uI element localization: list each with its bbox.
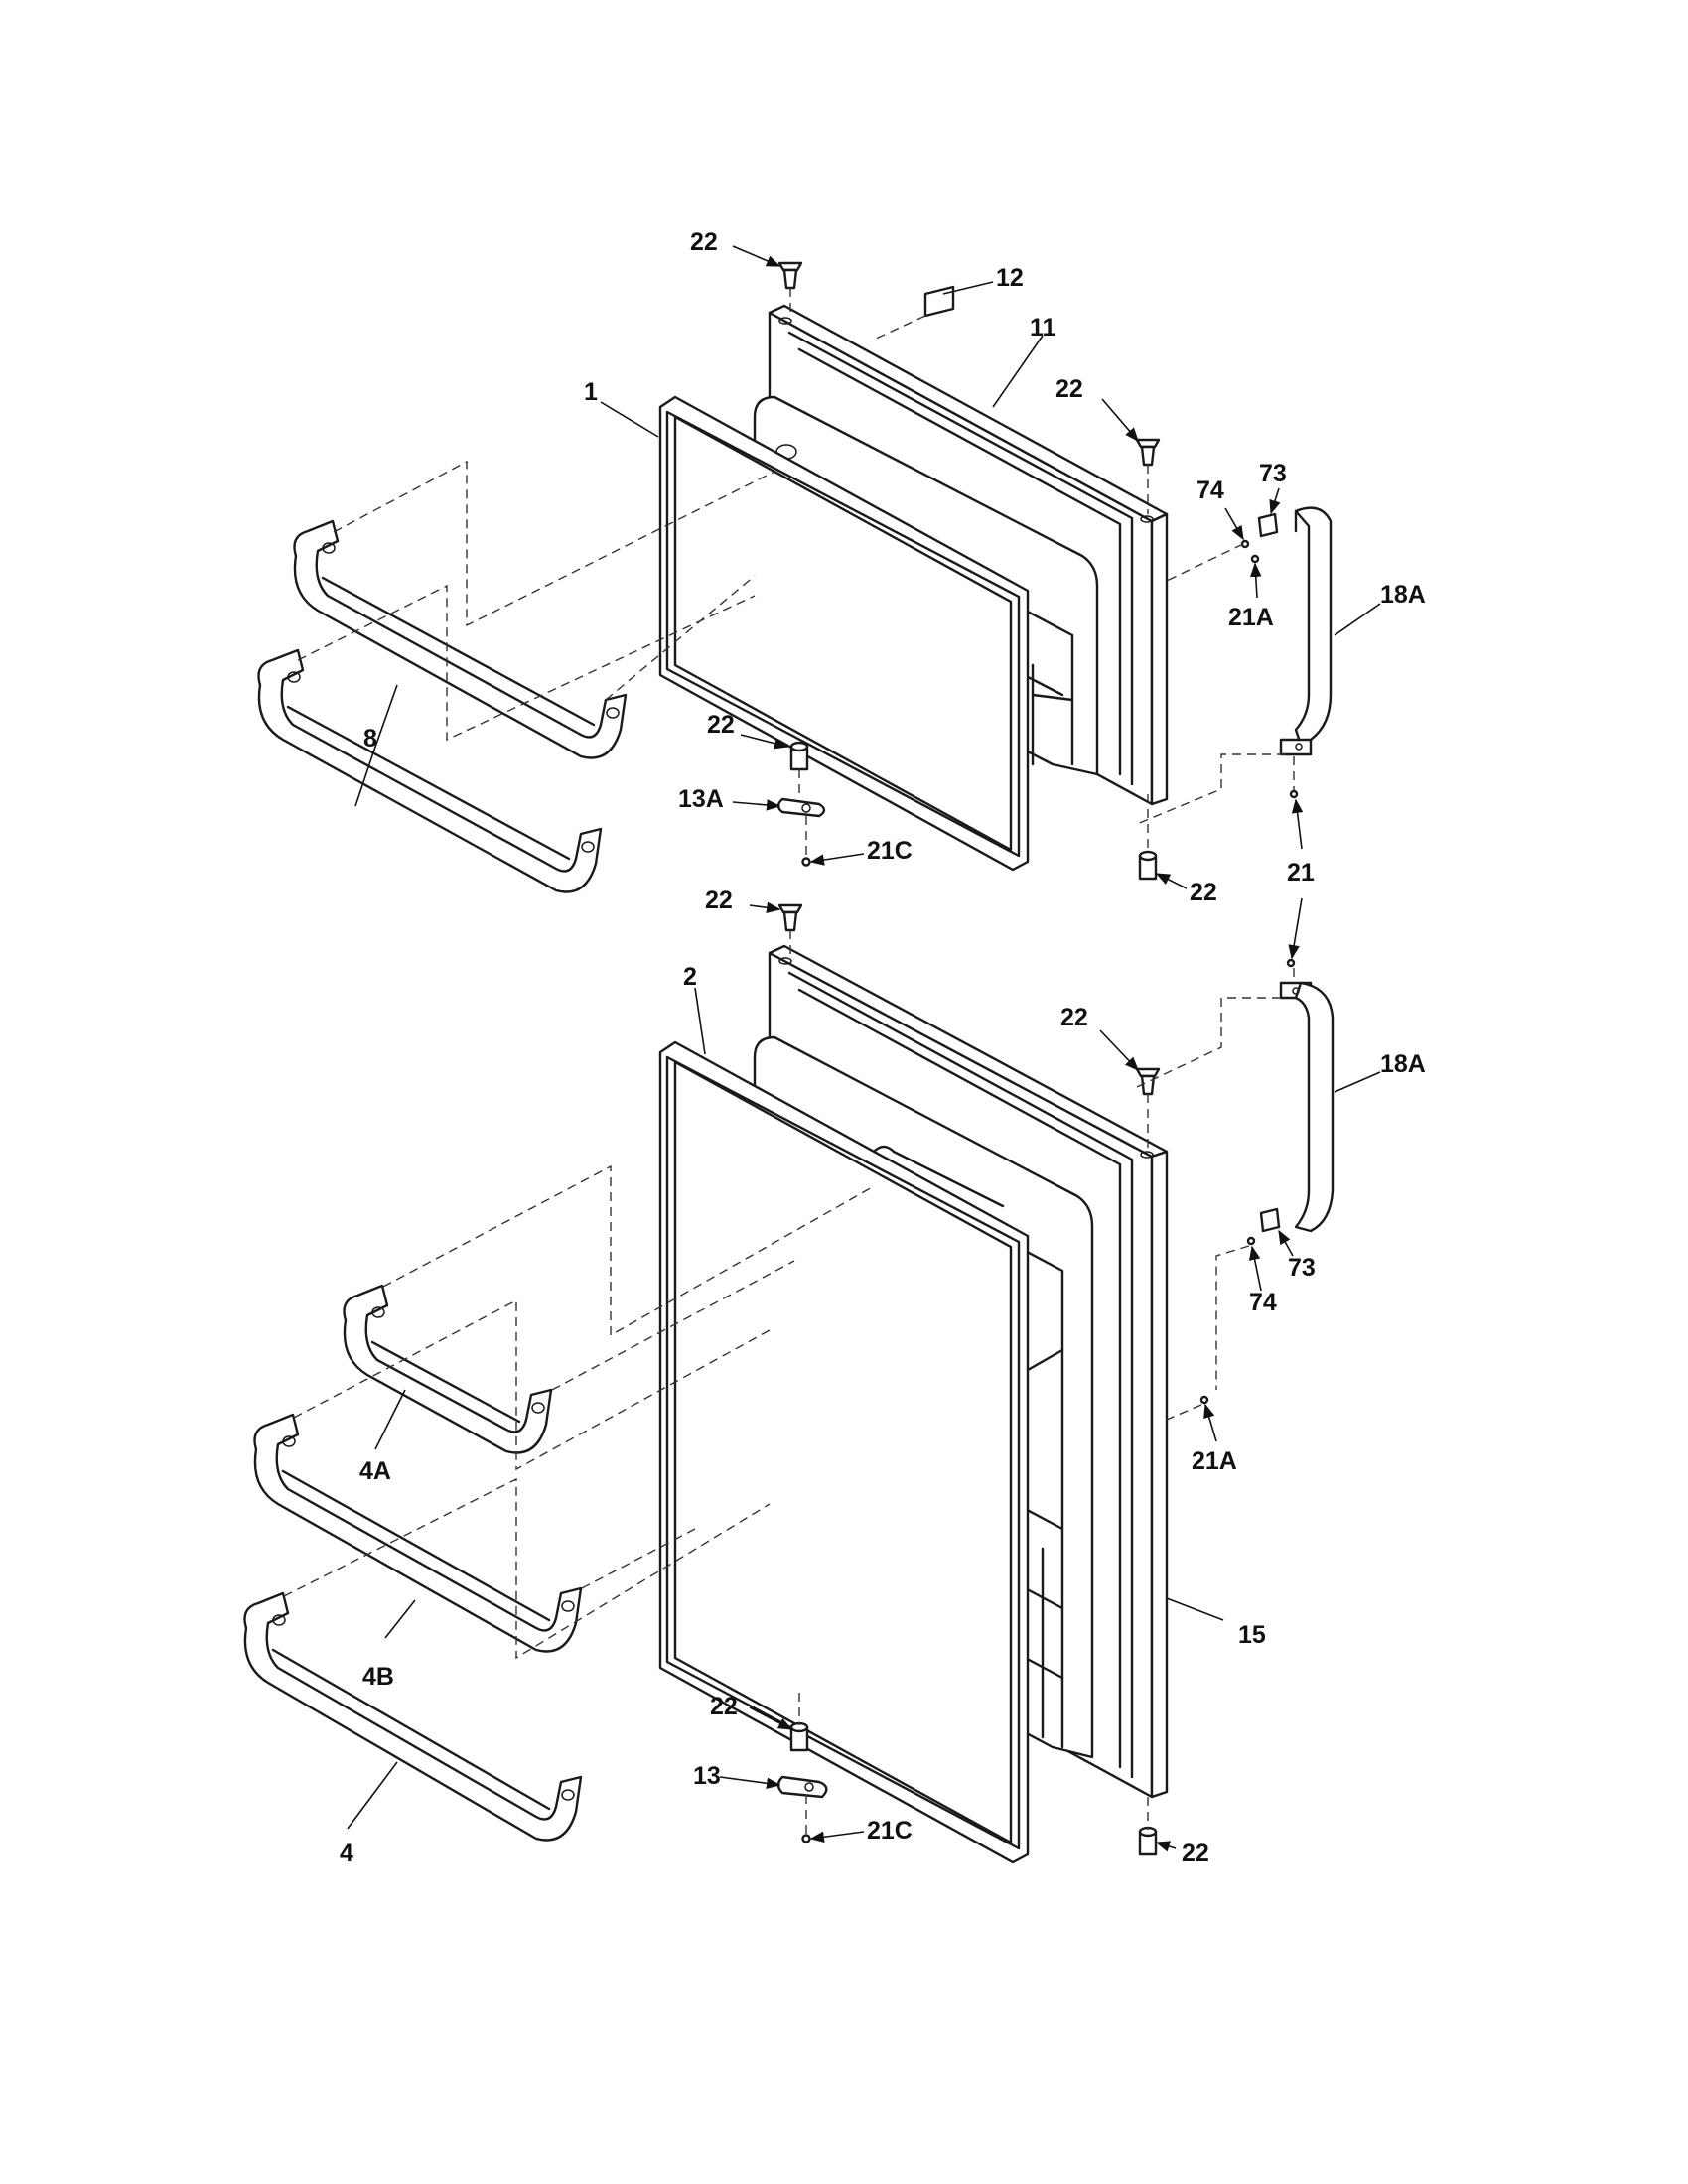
freezer-handle-18A <box>1279 506 1333 756</box>
hinge-pin-22-bottom-left <box>789 1721 809 1752</box>
hinge-pin-22-mid-left <box>777 903 803 932</box>
end-cap-73-lower <box>1259 1207 1281 1233</box>
fresh-food-handle-18A <box>1279 981 1335 1233</box>
callout-22: 22 <box>710 1693 738 1720</box>
callout-2: 2 <box>683 963 697 991</box>
hinge-pin-22-top-right <box>1135 438 1161 467</box>
callout-1: 1 <box>584 378 598 406</box>
screw-74-lower <box>1246 1236 1256 1246</box>
callout-22: 22 <box>705 887 733 914</box>
callout-18A: 18A <box>1380 581 1426 609</box>
callout-4: 4 <box>340 1840 353 1867</box>
callout-21A: 21A <box>1228 604 1274 631</box>
hinge-pin-22-mid-right <box>1135 1067 1161 1096</box>
callout-4A: 4A <box>359 1457 391 1485</box>
hinge-pin-22-top-left <box>777 261 803 290</box>
screw-21-upper <box>1289 789 1299 799</box>
fresh-food-door-gasket <box>658 1040 1030 1864</box>
door-shelf-4A <box>343 1284 553 1454</box>
callout-21: 21 <box>1287 859 1315 887</box>
callout-11: 11 <box>1030 314 1056 341</box>
hinge-bracket-13 <box>776 1775 828 1799</box>
door-label-part <box>923 285 955 318</box>
freezer-door-gasket <box>658 395 1030 872</box>
callout-73: 73 <box>1259 460 1287 487</box>
screw-21A-lower <box>1199 1395 1209 1405</box>
callout-74: 74 <box>1249 1289 1277 1316</box>
screw-21A-upper <box>1250 554 1260 564</box>
door-shelf-4B <box>253 1413 583 1653</box>
screw-21C-upper <box>801 857 811 867</box>
callout-21C: 21C <box>867 837 913 865</box>
alignment-lines-upper <box>297 288 1295 858</box>
screw-21C-lower <box>801 1834 811 1843</box>
screw-21-lower <box>1286 958 1296 968</box>
freezer-door-shelf-upper <box>293 519 628 759</box>
door-shelf-4 <box>243 1591 583 1842</box>
callout-22: 22 <box>1182 1840 1209 1867</box>
callout-73: 73 <box>1288 1254 1316 1282</box>
callout-74: 74 <box>1196 477 1224 504</box>
callout-4B: 4B <box>362 1663 394 1691</box>
end-cap-73-upper <box>1257 512 1279 538</box>
callout-8: 8 <box>363 725 377 752</box>
callout-12: 12 <box>996 264 1024 292</box>
hinge-pin-22-freezer-bottom-right <box>1138 850 1158 881</box>
callout-21A: 21A <box>1192 1447 1237 1475</box>
hinge-bracket-13A <box>776 797 826 818</box>
callout-22: 22 <box>1190 879 1217 906</box>
callout-21C: 21C <box>867 1817 913 1844</box>
callout-15: 15 <box>1238 1621 1266 1649</box>
callout-13A: 13A <box>678 785 724 813</box>
callout-22: 22 <box>690 228 718 256</box>
freezer-door-shelf-lower <box>257 648 603 893</box>
leader-lines <box>347 245 1381 1852</box>
callout-22: 22 <box>1055 375 1083 403</box>
callout-22: 22 <box>1060 1004 1088 1031</box>
hinge-pin-22-freezer-bottom-left <box>789 741 809 771</box>
callout-22: 22 <box>707 711 735 739</box>
alignment-lines-lower <box>283 930 1295 1835</box>
callout-18A: 18A <box>1380 1050 1426 1078</box>
hinge-pin-22-bottom-right <box>1138 1826 1158 1856</box>
callout-13: 13 <box>693 1762 721 1790</box>
